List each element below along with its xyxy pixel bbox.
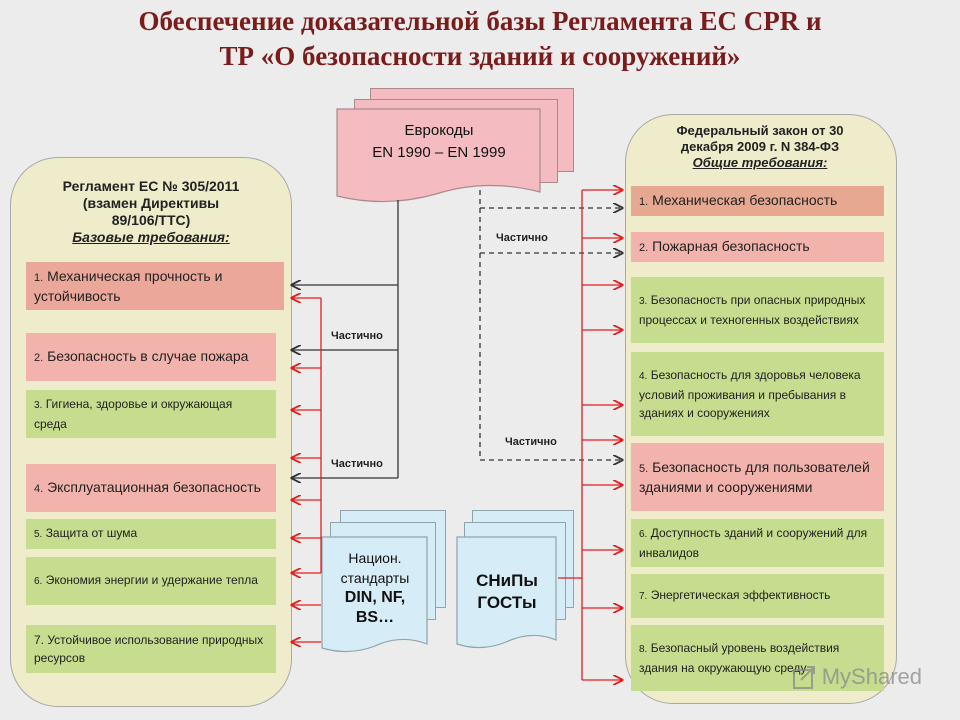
eu-requirement-5: 5. Защита от шума	[26, 519, 276, 549]
ru-requirement-6: 6. Доступность зданий и сооружений для и…	[631, 519, 884, 567]
ru-requirement-text: Энергетическая эффективность	[650, 588, 831, 602]
eu-regulation-header-line-1: Регламент ЕС № 305/2011	[62, 178, 240, 194]
ru-requirement-2: 2. Пожарная безопасность	[631, 232, 884, 262]
title-line-1: Обеспечение доказательной базы Регламент…	[138, 6, 822, 36]
title-line-2: ТР «О безопасности зданий и сооружений»	[219, 41, 741, 71]
federal-law-subheader: Общие требования:	[692, 155, 828, 170]
eurocode-label: Еврокоды EN 1990 – EN 1999	[336, 120, 542, 164]
federal-law-header: Федеральный закон от 30 декабря 2009 г. …	[630, 123, 890, 171]
national-standard-label: Национ. стандарты DIN, NF, BS…	[321, 548, 429, 628]
snip-to-ru-connector	[558, 190, 622, 680]
ru-requirement-number: 3.	[639, 296, 648, 307]
eu-requirement-text: Эксплуатационная безопасность	[47, 479, 261, 495]
snip-line-2: ГОСТы	[477, 593, 537, 612]
eu-requirement-number: 1.	[34, 272, 44, 284]
ru-requirement-1: 1. Механическая безопасность	[631, 186, 884, 216]
ru-requirement-number: 4.	[639, 371, 648, 382]
federal-law-header-line-1: Федеральный закон от 30	[676, 123, 844, 138]
partial-label: Частично	[331, 330, 383, 342]
ru-requirement-text: Безопасный уровень воздействия здания на…	[639, 641, 840, 675]
ru-requirement-3: 3. Безопасность при опасных природных пр…	[631, 277, 884, 343]
share-logo-icon	[792, 666, 815, 689]
eu-requirement-2: 2. Безопасность в случае пожара	[26, 333, 276, 381]
national-to-eu-connector	[292, 298, 322, 642]
national-standard-document-icon	[321, 536, 429, 656]
eu-requirement-number: 7.	[34, 633, 45, 647]
ru-requirement-number: 7.	[639, 591, 648, 602]
eu-requirement-4: 4. Эксплуатационная безопасность	[26, 464, 276, 512]
eurocode-label-line-2: EN 1990 – EN 1999	[372, 144, 506, 161]
eu-requirement-number: 5.	[34, 529, 43, 540]
eu-requirement-text: Устойчивое использование природных ресур…	[34, 633, 264, 665]
eurocode-to-eu-connector	[292, 200, 399, 478]
ru-requirement-number: 8.	[639, 644, 648, 655]
ru-requirement-text: Доступность зданий и сооружений для инва…	[639, 526, 868, 560]
ru-requirement-text: Пожарная безопасность	[652, 238, 810, 254]
ru-requirement-number: 6.	[639, 529, 648, 540]
eurocode-label-line-1: Еврокоды	[404, 122, 474, 139]
page-title: Обеспечение доказательной базы Регламент…	[0, 4, 960, 74]
national-standard-line-1: Национ.	[348, 550, 402, 566]
eu-requirement-number: 2.	[34, 352, 44, 364]
snip-document-icon	[456, 536, 558, 652]
watermark-text: MyShared	[821, 664, 922, 689]
eu-requirement-text: Безопасность в случае пожара	[47, 348, 249, 364]
watermark: MyShared	[792, 664, 922, 690]
ru-requirement-5: 5. Безопасность для пользователей здания…	[631, 443, 884, 511]
eu-requirement-number: 4.	[34, 483, 44, 495]
snip-label: СНиПы ГОСТы	[456, 570, 558, 614]
eu-requirement-text: Гигиена, здоровье и окружающая среда	[34, 397, 233, 431]
snip-line-1: СНиПы	[476, 571, 538, 590]
ru-requirement-text: Механическая безопасность	[652, 192, 838, 208]
ru-requirement-number: 5.	[639, 463, 649, 475]
eu-regulation-subheader: Базовые требования:	[72, 229, 230, 245]
eu-requirement-1: 1. Механическая прочность и устойчивость	[26, 262, 284, 310]
eu-regulation-header-line-2: (взамен Директивы	[82, 195, 220, 211]
partial-label: Частично	[505, 436, 557, 448]
eu-requirement-6: 6. Экономия энергии и удержание тепла	[26, 557, 276, 605]
eu-requirement-number: 3.	[34, 400, 43, 411]
eu-requirement-number: 6.	[34, 576, 43, 587]
ru-requirement-number: 2.	[639, 242, 649, 254]
ru-requirement-4: 4. Безопасность для здоровья человека ус…	[631, 352, 884, 436]
national-standard-line-2: стандарты	[340, 570, 410, 586]
eu-requirement-3: 3. Гигиена, здоровье и окружающая среда	[26, 390, 276, 438]
national-standard-line-4: BS…	[355, 609, 395, 626]
eu-requirement-text: Механическая прочность и устойчивость	[34, 268, 223, 304]
eu-requirement-7: 7. Устойчивое использование природных ре…	[26, 625, 276, 673]
ru-requirement-text: Безопасность при опасных природных проце…	[639, 293, 866, 327]
ru-requirement-7: 7. Энергетическая эффективность	[631, 574, 884, 618]
partial-label: Частично	[496, 232, 548, 244]
national-standard-line-3: DIN, NF,	[344, 589, 406, 606]
eu-requirement-text: Экономия энергии и удержание тепла	[45, 573, 258, 587]
ru-requirement-text: Безопасность для здоровья человека услов…	[639, 368, 861, 420]
ru-requirement-text: Безопасность для пользователей зданиями …	[639, 459, 870, 495]
ru-requirement-8: 8. Безопасный уровень воздействия здания…	[631, 625, 884, 691]
eu-regulation-header: Регламент ЕС № 305/2011 (взамен Директив…	[20, 178, 282, 246]
eu-requirement-text: Защита от шума	[45, 526, 138, 540]
eu-regulation-header-line-3: 89/106/ТТС)	[111, 212, 191, 228]
federal-law-header-line-2: декабря 2009 г. N 384-ФЗ	[680, 139, 840, 154]
eurocode-document-icon	[336, 108, 542, 206]
ru-requirement-number: 1.	[639, 196, 649, 208]
eurocode-to-ru-connector	[479, 190, 622, 460]
partial-label: Частично	[331, 458, 383, 470]
